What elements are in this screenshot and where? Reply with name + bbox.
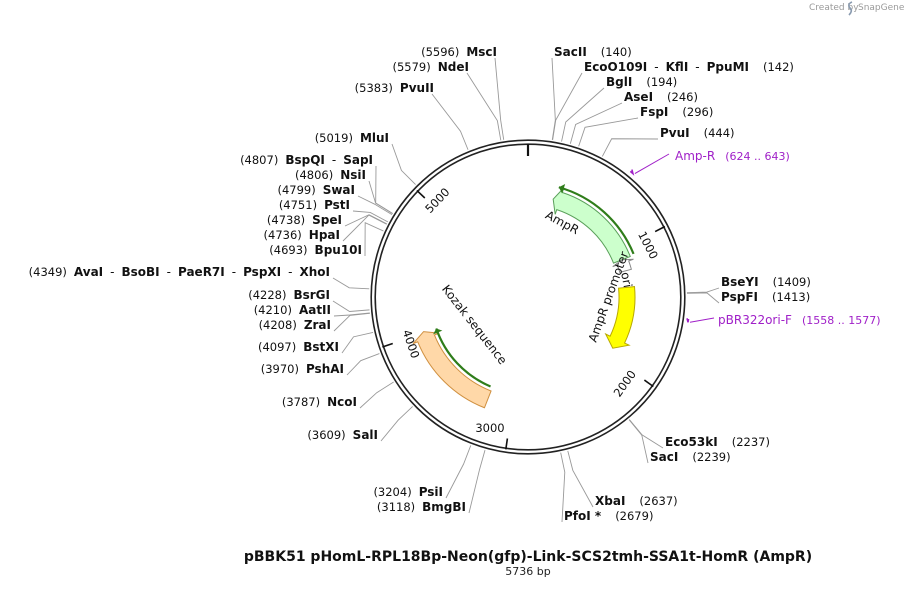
enzyme-site-label: (4799)SwaI [277,183,355,197]
plasmid-size: 5736 bp [505,565,550,578]
enzyme-site-label: PspFI(1413) [721,290,810,304]
amp-r-primer-mark [629,169,635,176]
enzyme-site-label: (3118)BmgBI [377,500,466,514]
enzyme-site-label: (3970)PshAI [261,362,344,376]
enzyme-site-label: (4693)Bpu10I [269,243,362,257]
enzyme-site-label: BseYI(1409) [721,275,811,289]
amp-r-primer-label: Amp-R(624 .. 643) [675,149,790,163]
enzyme-leader-line [601,138,659,157]
ampr-direction-arrow [558,183,635,255]
enzyme-leader-line [391,143,416,185]
enzyme-leader-line [567,450,594,508]
tick-mark [382,342,394,348]
enzyme-site-label: (5383)PvuII [355,81,434,95]
enzyme-site-label: (4349)AvaI-BsoBI-PaeR7I-PspXI-XhoI [29,265,330,279]
tick-label: 1000 [635,229,661,261]
enzyme-leader-line [364,221,384,257]
enzyme-leader-line [344,214,387,227]
enzyme-site-label: Eco53kI(2237) [665,435,770,449]
enzyme-leader-line [359,381,394,409]
enzyme-site-label: AseI(246) [624,90,698,104]
enzyme-leader-line [560,452,566,523]
enzyme-leader-line [578,117,639,147]
enzyme-site-label: (5019)MluI [315,131,389,145]
enzyme-leader-line [445,445,472,499]
watermark-text: Created by [809,3,859,13]
enzyme-leader-line [686,292,720,304]
neon-gfp-feature-arrow [412,331,492,409]
enzyme-leader-line [466,72,502,141]
enzyme-leader-line [468,449,486,514]
primer-annotations: Amp-R(624 .. 643) pBR322ori-F(1558 .. 157… [629,149,881,327]
tick-label: 2000 [611,367,639,399]
enzyme-leader-line [569,102,623,144]
enzyme-site-label: (5596)MscI [421,45,497,59]
enzyme-leader-line [352,210,389,223]
watermark-brand: SnapGene [858,3,905,13]
enzyme-leader-line [333,312,370,332]
enzyme-leader-line [494,57,505,140]
enzyme-leader-line [346,353,380,376]
enzyme-site-label: (4751)PstI [279,198,350,212]
plasmid-backbone [370,139,686,455]
enzyme-leader-line [332,300,370,312]
enzyme-site-label: PvuI(444) [660,126,735,140]
enzyme-site-label: (4097)BstXI [258,340,339,354]
enzyme-site-label: BglI(194) [606,75,677,89]
plasmid-name: pBBK51 pHomL-RPL18Bp-Neon(gfp)-Link-SCS2… [244,549,812,565]
enzyme-labels: (5596)MscI(5579)NdeI (5383)PvuII (5019)Mlu… [29,45,811,523]
enzyme-leader-line [341,331,374,354]
tick-mark [505,438,509,450]
enzyme-site-label: (3787)NcoI [282,395,357,409]
enzyme-site-label: SacI(2239) [650,450,731,464]
ori-label: ori [618,271,635,289]
enzyme-leader-line [368,180,393,214]
enzyme-leader-line [380,406,413,442]
enzyme-leader-line [628,419,649,464]
enzyme-site-label: (3204)PsiI [373,485,443,499]
enzyme-leader-line [686,287,720,294]
ampr-promoter-feature-arrow [612,258,634,274]
tick-mark [643,379,654,388]
enzyme-site-label: PfoI *(2679) [564,509,653,523]
enzyme-site-label: EcoO109I-KflI-PpuMI(142) [584,60,794,74]
enzyme-site-label: FspI(296) [640,105,713,119]
enzyme-leader-line [332,277,370,290]
backbone-outer-strand [370,139,686,455]
pbr322ori-f-primer-label: pBR322ori-F(1558 .. 1577) [718,313,881,327]
tick-mark [654,225,666,233]
enzyme-site-label: (4228)BsrGI [248,288,330,302]
tick-mark [416,189,426,199]
enzyme-site-label: (5579)NdeI [393,60,470,74]
pbr322ori-f-primer-mark [686,318,690,323]
enzyme-site-label: (4807)BspQI-SapI [240,153,373,167]
enzyme-leader-line [357,195,393,216]
enzyme-site-label: XbaI(2637) [595,494,678,508]
enzyme-site-label: (4738)SpeI [267,213,342,227]
enzyme-leader-line [552,72,583,140]
tick-label: 5000 [422,185,452,216]
ori-feature-arrow [604,286,636,349]
enzyme-site-label: SacII(140) [554,45,632,59]
enzyme-leader-lines [332,57,720,523]
enzyme-site-label: (3609)SalI [307,428,378,442]
enzyme-site-label: (4736)HpaI [264,228,340,242]
ampr-feature-arrow [552,187,631,264]
enzyme-leader-line [342,214,387,242]
enzyme-site-label: (4806)NsiI [295,168,366,182]
tick-label: 3000 [475,421,504,435]
enzyme-site-label: (4210)AatII [254,303,331,317]
pbr322ori-f-primer-leader [689,317,715,323]
enzyme-leader-line [561,87,605,142]
enzyme-leader-line [431,93,469,150]
neon-gfp-direction-arrow [433,328,491,388]
enzyme-site-label: (4208)ZraI [259,318,331,332]
snapgene-logo-icon [848,1,853,16]
amp-r-primer-leader [634,153,670,174]
enzyme-leader-line [629,419,664,449]
